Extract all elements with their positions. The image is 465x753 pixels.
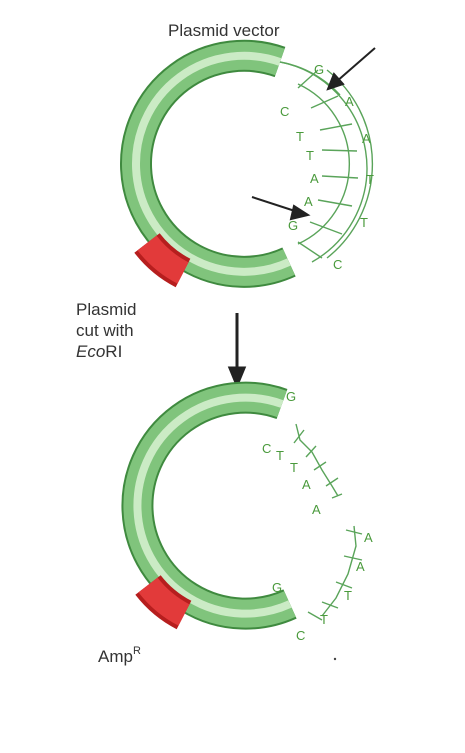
intact-top-base: A <box>362 131 371 146</box>
ampr-label-text: Amp <box>98 647 133 666</box>
dot-mark <box>333 657 337 661</box>
lower-fragment-base: A <box>356 559 365 574</box>
lower-fragment-base: A <box>364 530 373 545</box>
upper-fragment-base: G <box>286 389 296 404</box>
intact-bottom-base: A <box>310 171 319 186</box>
upper-fragment-base: A <box>312 502 321 517</box>
process-arrow-icon <box>227 313 247 389</box>
lower-fragment-bases: A A T T C G <box>272 530 373 643</box>
recognition-site-grid <box>279 61 374 263</box>
intact-bottom-base: G <box>288 218 298 233</box>
cut-ampr-marker-fill <box>138 577 190 626</box>
upper-fragment-base: T <box>276 448 284 463</box>
upper-sticky-end <box>293 423 343 499</box>
upper-fragment-base: A <box>302 477 311 492</box>
enzyme-suffix: RI <box>105 342 123 361</box>
intact-ampr-marker-fill <box>137 235 189 284</box>
lower-fragment-base: T <box>344 588 352 603</box>
upper-fragment-base: T <box>290 460 298 475</box>
upper-fragment-bases: G C T T A A <box>262 389 321 517</box>
intact-bottom-base: T <box>306 148 314 163</box>
cut-label-line3: EcoRI <box>76 341 136 362</box>
cut-plasmid <box>121 381 363 630</box>
cut-site-arrow-icon <box>251 196 311 221</box>
cut-label-line1: Plasmid <box>76 300 137 319</box>
intact-plasmid <box>120 39 374 288</box>
lower-sticky-end <box>307 525 363 621</box>
cut-plasmid-ring-highlight <box>133 393 292 618</box>
cut-label-line2: cut with <box>76 321 134 340</box>
lower-fragment-base: C <box>296 628 305 643</box>
intact-plasmid-ring-highlight <box>132 51 291 276</box>
intact-top-base: G <box>314 62 324 77</box>
upper-fragment-base: C <box>262 441 271 456</box>
cut-with-ecori-label: Plasmid cut with EcoRI <box>76 299 136 362</box>
plasmid-vector-title: Plasmid vector <box>168 21 280 40</box>
intact-top-base: T <box>366 172 374 187</box>
lower-fragment-base: G <box>272 580 282 595</box>
intact-top-base: T <box>360 215 368 230</box>
intact-top-base: C <box>333 257 342 272</box>
intact-top-strand: G A A T T C <box>314 62 374 272</box>
intact-top-base: A <box>345 94 354 109</box>
intact-bottom-base: C <box>280 104 289 119</box>
intact-bottom-base: A <box>304 194 313 209</box>
cut-site-arrow-icon <box>326 47 376 91</box>
intact-bottom-base: T <box>296 129 304 144</box>
ampr-label: AmpR <box>98 641 141 667</box>
lower-fragment-base: T <box>320 612 328 627</box>
enzyme-name: Eco <box>76 342 106 361</box>
intact-bottom-strand: C T T A A G <box>280 104 319 233</box>
ampr-label-superscript: R <box>132 645 141 657</box>
